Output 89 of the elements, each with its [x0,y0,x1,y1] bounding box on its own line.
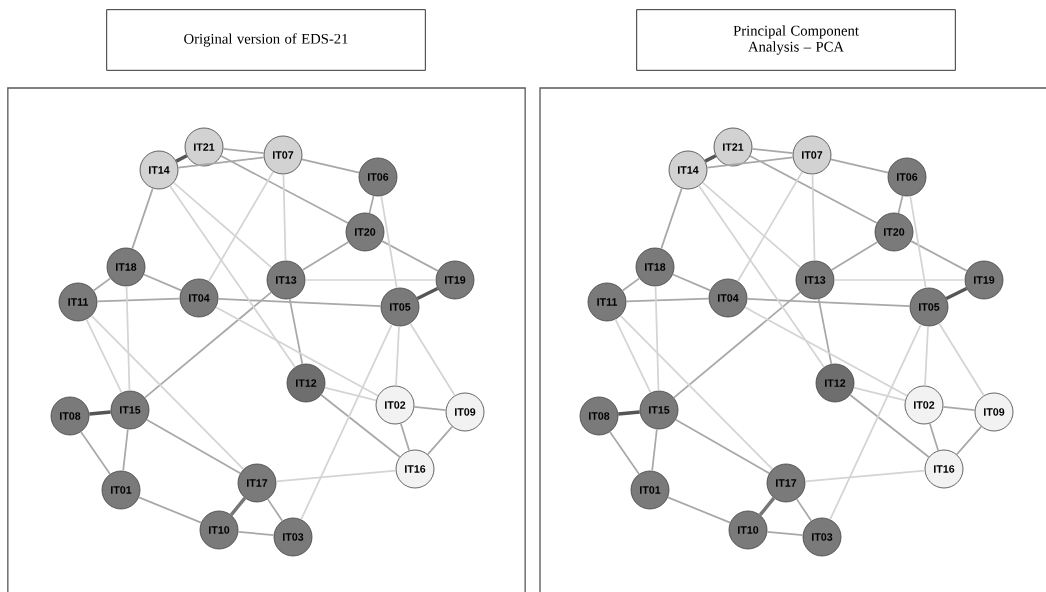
network-edge [766,530,804,537]
network-edge [938,322,985,397]
network-edge [426,425,454,456]
network-edge [169,185,296,368]
network-edge [172,181,273,269]
network-edge [651,428,658,472]
title-box: Original version of EDS-21 [106,9,426,71]
network-edge [795,498,813,522]
network-edge [698,185,825,368]
network-edge [625,297,710,303]
network-edge [300,323,393,521]
network-edge [138,496,202,524]
network-edge [304,279,437,281]
network-edge [96,297,181,303]
network-edge [849,394,930,458]
network-edge [301,241,350,271]
network-edge [395,325,400,387]
network-edge [92,277,112,292]
network-edge [175,154,188,163]
network-edge [288,298,304,365]
network-edge [654,285,660,392]
network-edge [667,496,731,524]
network-edge [266,498,284,522]
network-edge [746,298,911,307]
network-edge [145,418,242,475]
network-edge [744,306,908,397]
network-edge [143,273,182,292]
network-edge [955,425,983,456]
network-edge [749,155,878,224]
network-edge [758,497,776,516]
network-edge [217,298,382,307]
panel-frame [539,87,1046,592]
network-edge [220,155,349,224]
network-edge [323,386,378,402]
network-edge [829,323,922,521]
network-edge [619,314,774,471]
network-edge [609,431,640,475]
network-edge [830,158,889,174]
network-edge [90,314,245,471]
network-edge [282,173,287,262]
network-edge [706,156,794,169]
network-edge [125,285,131,392]
network-edge [229,497,247,516]
network-edge [416,287,439,300]
network-edge [409,322,456,397]
network-edge [368,195,375,214]
network-edge [614,318,652,394]
network-edge [751,148,794,154]
network-edge [804,469,926,483]
network-edge [672,273,711,292]
network-edge [177,156,265,169]
network-edge [909,195,927,289]
network-edge [413,406,447,411]
network-edge [380,195,398,289]
network-edge [122,428,129,472]
network-edge [942,406,976,411]
network-edge [673,291,801,399]
network-edge [89,410,111,416]
network-edge [736,170,804,283]
network-edge [207,170,275,283]
title-box: Principal Component Analysis – PCA [636,9,956,71]
network-edge [674,418,771,475]
network-edge [811,173,816,262]
network-edge [704,154,717,163]
network-edge [897,195,904,214]
network-edge [381,240,439,272]
network-edge [144,291,272,399]
network-edge [817,298,833,365]
network-edge [618,410,640,416]
network-edge [945,287,968,300]
network-edge [222,148,265,154]
network-edge [621,277,641,292]
network-edge [320,394,401,458]
network-edge [924,325,929,387]
network-edge [301,158,360,174]
network-edge [928,422,940,452]
network-edge [701,181,802,269]
network-edge [852,386,907,402]
network-edge [660,187,683,250]
network-edge [131,187,154,250]
network-edge [80,431,111,475]
network-edge [830,241,879,271]
network-edge [215,306,379,397]
network-edge [85,318,123,394]
network-edge [910,240,968,272]
network-edge [237,530,275,537]
network-edge [833,279,966,281]
network-edge [399,422,411,452]
network-edge [275,469,397,483]
